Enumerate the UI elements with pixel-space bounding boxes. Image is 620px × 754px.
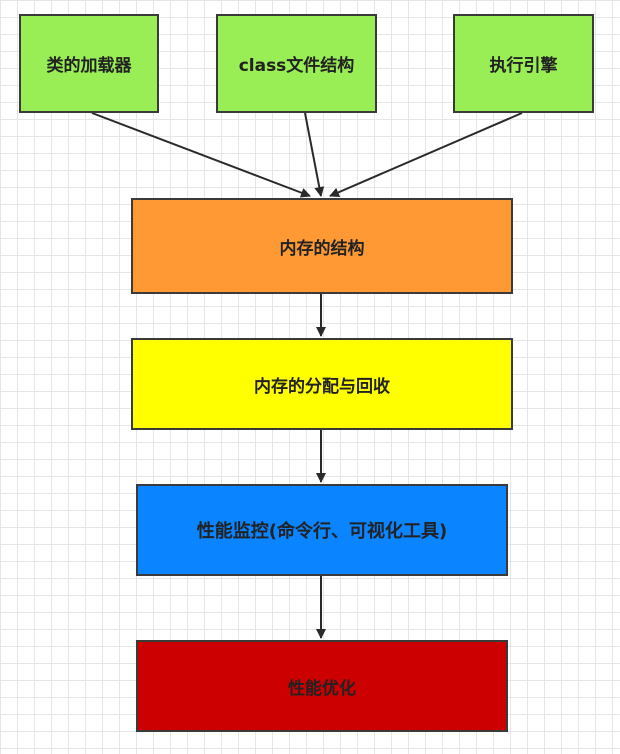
node-label: 性能优化 xyxy=(288,678,356,699)
node-execution-engine: 执行引擎 xyxy=(453,14,594,113)
edge-engine-to-memory-structure xyxy=(329,112,523,198)
node-label: 内存的分配与回收 xyxy=(254,376,390,397)
edge-class-to-memory-structure xyxy=(304,112,325,197)
node-class-loader: 类的加载器 xyxy=(19,14,159,113)
node-label: class文件结构 xyxy=(238,56,355,76)
node-label: 内存的结构 xyxy=(279,238,365,259)
edge-loader-to-memory-structure xyxy=(91,112,311,198)
node-memory-structure: 内存的结构 xyxy=(131,198,513,294)
node-performance-monitoring: 性能监控(命令行、可视化工具) xyxy=(136,484,508,576)
node-class-file-structure: class文件结构 xyxy=(216,14,377,113)
node-performance-tuning: 性能优化 xyxy=(136,640,508,732)
node-memory-allocation-gc: 内存的分配与回收 xyxy=(131,338,513,430)
node-label: 执行引擎 xyxy=(489,56,558,76)
node-label: 性能监控(命令行、可视化工具) xyxy=(196,521,448,542)
node-label: 类的加载器 xyxy=(46,56,132,76)
